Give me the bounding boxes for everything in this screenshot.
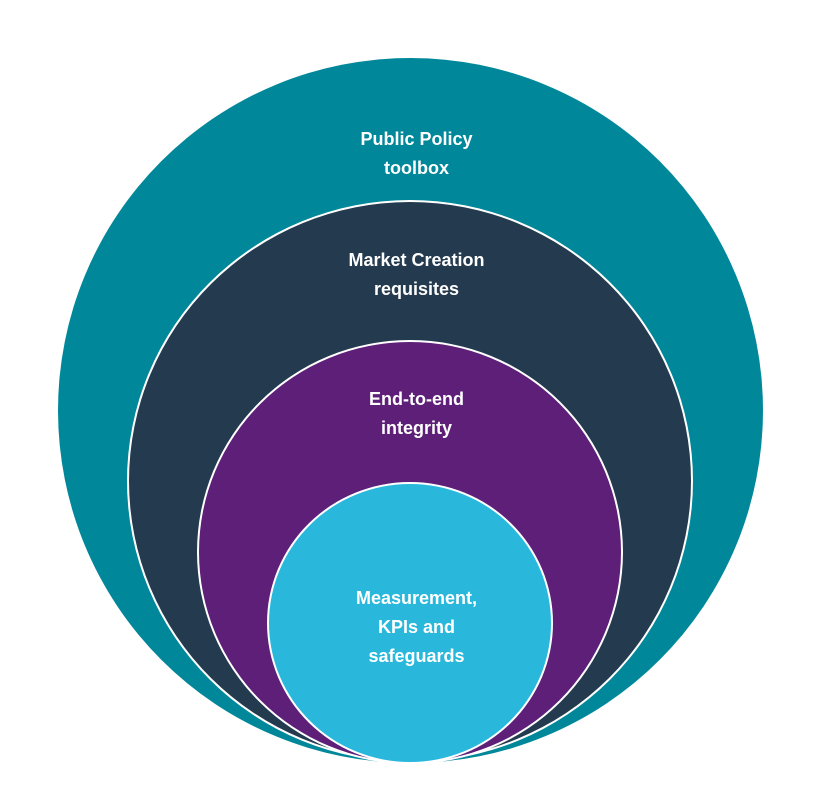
label-market-creation-requisites: Market Creation requisites [0,246,833,304]
label-line: integrity [380,418,452,438]
label-end-to-end-integrity: End-to-end integrity [0,385,833,443]
label-line: Public Policy [360,129,473,149]
label-line: Measurement, [355,588,478,608]
label-measurement-kpis-safeguards: Measurement, KPIs and safeguards [0,584,833,671]
label-line: safeguards [368,646,465,666]
label-line: toolbox [384,158,449,178]
label-line: End-to-end [369,389,464,409]
label-line: Market Creation [348,250,485,270]
label-line: KPIs and [377,617,456,637]
circle-measurement-kpis-safeguards [267,482,553,764]
label-public-policy-toolbox: Public Policy toolbox [0,125,833,183]
label-line: requisites [373,279,460,299]
